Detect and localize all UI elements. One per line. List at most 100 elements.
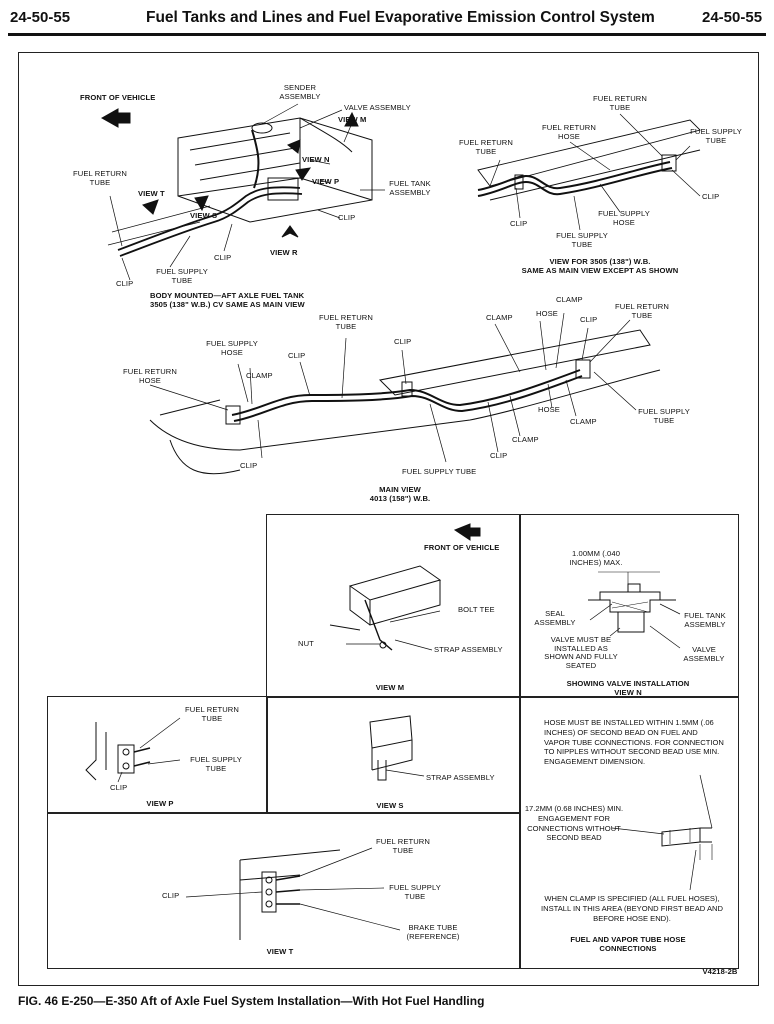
- valve-note-label: VALVE MUST BE INSTALLED AS SHOWN AND FUL…: [544, 635, 618, 670]
- clip-label: CLIP: [490, 451, 508, 460]
- front-arrow-icon: [100, 108, 131, 128]
- fuel-return-hose-label: FUEL RETURN HOSE: [123, 367, 177, 385]
- fuel-supply-tube-label: FUEL SUPPLY TUBE: [556, 231, 608, 249]
- clip-label: CLIP: [510, 219, 528, 228]
- clip-label: CLIP: [162, 891, 180, 900]
- hose-label: HOSE: [536, 309, 558, 318]
- fuel-supply-hose-label: FUEL SUPPLY HOSE: [598, 209, 650, 227]
- view-p-caption: VIEW P: [146, 799, 174, 808]
- valve-assembly-label: VALVE ASSEMBLY: [344, 103, 411, 112]
- view-n-panel: [519, 514, 739, 698]
- clip-label: CLIP: [338, 213, 356, 222]
- fuel-supply-tube-label: FUEL SUPPLY TUBE: [638, 407, 690, 425]
- fuel-tank-drawing: [177, 117, 373, 223]
- view-s-panel: [266, 696, 521, 814]
- page-title: Fuel Tanks and Lines and Fuel Evaporativ…: [146, 9, 655, 26]
- page-number-right: 24-50-55: [702, 9, 763, 26]
- fuel-supply-tube-label: FUEL SUPPLY TUBE: [190, 755, 242, 773]
- fuel-return-tube-label: FUEL RETURN TUBE: [319, 313, 373, 331]
- top-main-caption-2: 3505 (138" W.B.) CV SAME AS MAIN VIEW: [150, 300, 305, 309]
- clip-label: CLIP: [580, 315, 598, 324]
- view-m-panel: [266, 514, 521, 698]
- valve-assembly-label: VALVE ASSEMBLY: [683, 645, 725, 663]
- fuel-return-tube-label: FUEL RETURN TUBE: [73, 169, 127, 187]
- brake-tube-label: BRAKE TUBE (REFERENCE): [406, 923, 460, 941]
- view-m-drawing: [329, 523, 481, 651]
- bolt-tee-label: BOLT TEE: [458, 605, 495, 614]
- header-rule: [8, 33, 766, 36]
- view-n-label: VIEW N: [302, 155, 330, 164]
- fuel-return-tube-label: FUEL RETURN TUBE: [459, 138, 513, 156]
- clamp-label: CLAMP: [556, 295, 583, 304]
- page-number-left: 24-50-55: [10, 9, 71, 26]
- clip-label: CLIP: [240, 461, 258, 470]
- view-s-drawing: [369, 715, 425, 781]
- clamp-label: CLAMP: [246, 371, 273, 380]
- seal-assembly-label: SEAL ASSEMBLY: [534, 609, 576, 627]
- fuel-return-tube-label: FUEL RETURN TUBE: [185, 705, 239, 723]
- fuel-tank-assembly-label: FUEL TANK ASSEMBLY: [389, 179, 431, 197]
- fuel-supply-hose-label: FUEL SUPPLY HOSE: [206, 339, 258, 357]
- view-arrows-top: [142, 111, 359, 238]
- view-n-drawing: [588, 571, 681, 649]
- view-p-label: VIEW P: [312, 177, 340, 186]
- figure-frame: [18, 52, 759, 986]
- fuel-tank-assembly-label: FUEL TANK ASSEMBLY: [684, 611, 726, 629]
- hose-note-top: HOSE MUST BE INSTALLED WITHIN 1.5mm (.06…: [544, 718, 724, 767]
- hose-connection-drawing: [611, 774, 713, 891]
- hose-label: HOSE: [538, 405, 560, 414]
- view-s-label: VIEW S: [190, 211, 218, 220]
- view-p-panel: [47, 696, 268, 814]
- view-t-drawing: [185, 847, 401, 940]
- clip-label: CLIP: [702, 192, 720, 201]
- nut-label: NUT: [298, 639, 314, 648]
- view-t-label: VIEW T: [138, 189, 165, 198]
- fuel-lines-top: [117, 186, 303, 257]
- fuel-return-tube-label: FUEL RETURN TUBE: [376, 837, 430, 855]
- figure-ref: V4218-2B: [702, 967, 738, 976]
- clamp-label: CLAMP: [570, 417, 597, 426]
- dimension-label: 1.00mm (.040 INCHES) MAX.: [569, 549, 623, 567]
- view-m-caption: VIEW M: [375, 683, 405, 692]
- view-n-caption-2: VIEW N: [614, 688, 642, 697]
- hose-note-bottom: WHEN CLAMP IS SPECIFIED (ALL FUEL HOSES)…: [540, 894, 723, 923]
- main-view-caption-2: 4013 (158") W.B.: [369, 494, 431, 503]
- fuel-supply-tube-label: FUEL SUPPLY TUBE: [690, 127, 742, 145]
- top-main-caption: BODY MOUNTED—AFT AXLE FUEL TANK: [150, 291, 305, 300]
- leaders-main: [149, 312, 637, 463]
- fuel-supply-tube-label: FUEL SUPPLY TUBE: [389, 883, 441, 901]
- view-m-label: VIEW M: [338, 115, 367, 124]
- top-right-caption-2: SAME AS MAIN VIEW EXCEPT AS SHOWN: [521, 266, 679, 275]
- view-t-caption: VIEW T: [266, 947, 294, 956]
- clip-label: CLIP: [394, 337, 412, 346]
- fuel-return-tube-label: FUEL RETURN TUBE: [593, 94, 647, 112]
- view-p-drawing: [85, 717, 181, 783]
- leaders-top-main: [109, 103, 385, 281]
- front-of-vehicle-label: FRONT OF VEHICLE: [80, 93, 156, 102]
- clamp-label: CLAMP: [486, 313, 513, 322]
- clip-label: CLIP: [110, 783, 128, 792]
- view-r-label: VIEW R: [270, 248, 298, 257]
- fuel-supply-tube-label: FUEL SUPPLY TUBE: [402, 467, 477, 476]
- sender-assembly-label: SENDER ASSEMBLY: [279, 83, 321, 101]
- hose-note-mid: 17.2mm (0.68 INCHES) MIN. ENGAGEMENT FOR…: [524, 804, 624, 843]
- leaders-top-right: [489, 113, 701, 231]
- clamp-label: CLAMP: [512, 435, 539, 444]
- strap-assembly-label: STRAP ASSEMBLY: [426, 773, 495, 782]
- fuel-return-hose-label: FUEL RETURN HOSE: [542, 123, 596, 141]
- top-right-view-drawing: [477, 119, 701, 201]
- view-s-caption: VIEW S: [376, 801, 404, 810]
- fuel-return-tube-label: FUEL RETURN TUBE: [615, 302, 669, 320]
- hose-panel-caption: FUEL AND VAPOR TUBE HOSE CONNECTIONS: [570, 935, 686, 953]
- view-t-panel: [47, 812, 521, 969]
- front-of-vehicle-label: FRONT OF VEHICLE: [424, 543, 500, 552]
- hose-connection-panel: [519, 696, 739, 969]
- clip-label: CLIP: [214, 253, 232, 262]
- main-view-caption: MAIN VIEW: [379, 485, 421, 494]
- figure-caption: FIG. 46 E-250—E-350 Aft of Axle Fuel Sys…: [18, 994, 485, 1008]
- strap-assembly-label: STRAP ASSEMBLY: [434, 645, 503, 654]
- fuel-supply-tube-label: FUEL SUPPLY TUBE: [156, 267, 208, 285]
- main-view-drawing: [149, 329, 661, 475]
- top-right-caption: VIEW FOR 3505 (138") W.B.: [549, 257, 651, 266]
